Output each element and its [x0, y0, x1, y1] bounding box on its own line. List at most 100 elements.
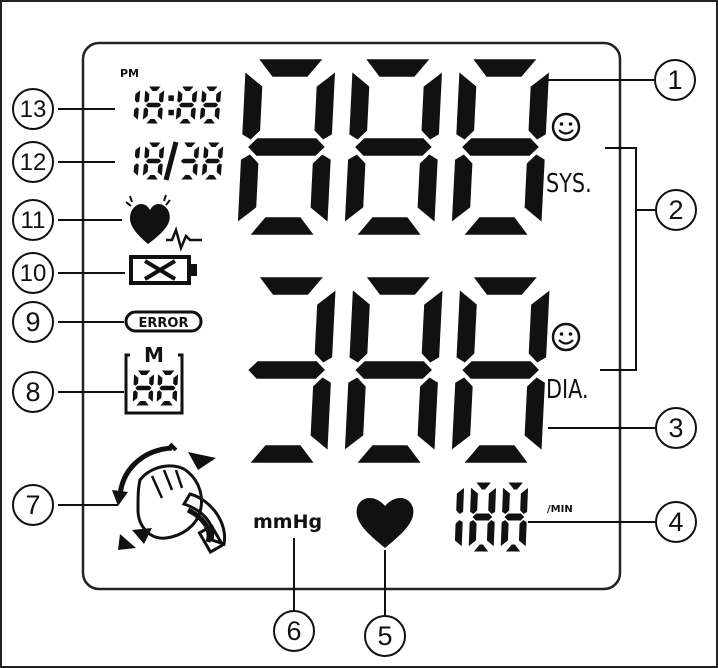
callout-number: 10: [20, 260, 47, 287]
lcd-digit: [155, 369, 180, 407]
segment-f: [501, 485, 511, 516]
segment-f: [453, 67, 479, 143]
lcd-digit: [131, 369, 156, 407]
segment-b: [519, 485, 530, 516]
segment-e: [449, 374, 476, 455]
lcd-digit: [174, 85, 199, 125]
heart-icon: [356, 497, 414, 548]
segment-a: [147, 141, 163, 148]
segment-f: [347, 285, 373, 366]
segment-a: [206, 141, 222, 148]
segment-f: [176, 88, 184, 104]
segment-f: [202, 144, 210, 160]
segment-e: [499, 518, 510, 549]
segment-f: [469, 485, 479, 516]
callout-3: 3: [655, 407, 697, 449]
callout-circle: [12, 141, 54, 183]
callout-6: 6: [273, 610, 315, 652]
callout-circle: [364, 615, 406, 657]
callout-circle: [12, 301, 54, 343]
segment-d: [201, 118, 217, 125]
segment-d: [352, 214, 426, 238]
segment-c: [156, 162, 164, 178]
segment-g: [352, 358, 436, 382]
lcd-digit: [198, 85, 223, 125]
segment-c: [156, 106, 164, 122]
callout-number: 7: [25, 490, 40, 520]
segment-c: [522, 151, 548, 227]
segment-b: [148, 372, 156, 388]
segment-d: [459, 442, 533, 466]
callout-7: 7: [12, 484, 54, 526]
segment-b: [216, 144, 225, 160]
segment-b: [214, 88, 223, 104]
dia-label: DIA.: [546, 374, 589, 405]
segment-a: [136, 369, 153, 376]
lcd-digit: [200, 141, 225, 181]
segment-b: [419, 285, 446, 366]
segment-d: [245, 442, 319, 466]
segment-c: [191, 162, 199, 178]
callout-circle: [655, 407, 697, 449]
segment-d: [352, 442, 426, 466]
callout-13: 13: [12, 88, 54, 130]
segment-d: [203, 174, 219, 181]
date-slash: [163, 141, 179, 181]
segment-b: [190, 88, 199, 104]
callout-4: 4: [655, 501, 697, 543]
segment-g: [201, 101, 220, 109]
callout-number: 2: [668, 195, 683, 225]
lcd-digit: [132, 88, 142, 122]
callout-number: 4: [668, 507, 683, 537]
segment-g: [458, 135, 543, 159]
lcd-digit: [179, 141, 201, 181]
callout-8: 8: [12, 371, 54, 413]
segment-a: [474, 481, 494, 491]
segment-f: [239, 67, 265, 143]
segment-d: [177, 118, 193, 125]
segment-b: [157, 144, 166, 160]
segment-c: [308, 374, 334, 455]
segment-a: [180, 85, 196, 92]
callout-circle: [655, 501, 697, 543]
segment-a: [254, 274, 328, 298]
lcd-screen-outline: [81, 41, 622, 591]
callout-circle: [273, 610, 315, 652]
segment-g: [503, 512, 526, 522]
segment-b: [419, 67, 445, 143]
error-label: ERROR: [139, 316, 189, 331]
segment-e: [174, 106, 183, 122]
lcd-digit: [132, 144, 142, 178]
segment-g: [351, 135, 436, 159]
lcd-digit: [453, 485, 466, 549]
segment-d: [471, 543, 491, 553]
segment-f: [143, 88, 151, 104]
segment-e: [141, 106, 150, 122]
segment-g: [459, 358, 543, 382]
segment-b: [526, 285, 553, 366]
segment-e: [342, 374, 369, 455]
segment-b: [455, 485, 466, 516]
segment-d: [134, 400, 151, 407]
segment-b: [312, 285, 339, 366]
pm-indicator: PM: [120, 67, 139, 80]
lcd-digit: [235, 56, 338, 238]
segment-c: [453, 518, 464, 549]
callout-number: 13: [20, 96, 47, 123]
lcd-digit: [141, 141, 166, 181]
segment-a: [160, 369, 177, 376]
segment-d: [144, 174, 160, 181]
callout-1: 1: [654, 59, 696, 101]
segment-a: [361, 56, 435, 80]
lcd-digit: [449, 274, 553, 466]
segment-a: [204, 85, 220, 92]
colon-dot: [168, 95, 174, 101]
segment-g: [244, 135, 329, 159]
segment-a: [254, 56, 328, 80]
segment-b: [172, 372, 180, 388]
per-min-label: /MIN: [547, 504, 573, 515]
lcd-digit: [342, 56, 445, 238]
callout-2: 2: [655, 189, 697, 231]
segment-g: [133, 384, 154, 392]
